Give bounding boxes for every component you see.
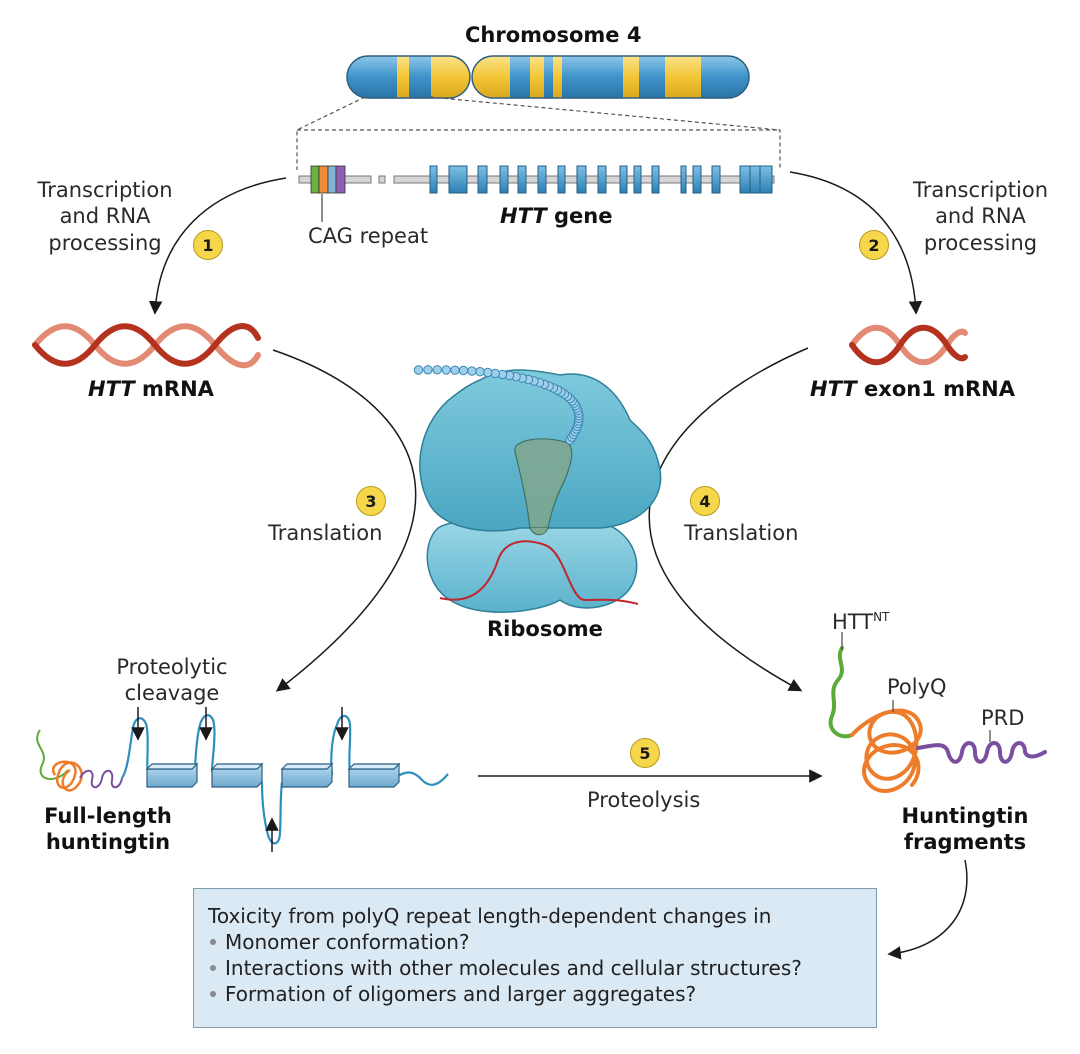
bullet-icon bbox=[210, 965, 216, 971]
polypeptide-bead bbox=[413, 365, 424, 375]
polypeptide-bead bbox=[450, 365, 460, 375]
translation-left-label: Translation bbox=[268, 521, 383, 545]
fragments-line: Huntingtin bbox=[901, 804, 1029, 828]
htt-mrna-helix bbox=[32, 323, 261, 369]
htt-exon1-suffix: exon1 mRNA bbox=[856, 377, 1015, 401]
htt-nt-text: HTT bbox=[832, 610, 874, 634]
right-transcription-line: processing bbox=[923, 230, 1038, 255]
ribosome-label: Ribosome bbox=[487, 617, 603, 641]
full-length-label: Full-length huntingtin bbox=[18, 803, 198, 855]
right-transcription-line: and RNA bbox=[935, 204, 1026, 229]
prd-label: PRD bbox=[981, 706, 1025, 730]
full-length-huntingtin-protein bbox=[36, 714, 449, 845]
cleavage-label: Proteolytic cleavage bbox=[102, 654, 242, 707]
step-1-badge: 1 bbox=[193, 230, 223, 260]
right-transcription-line: Transcription bbox=[912, 178, 1049, 202]
polypeptide-bead bbox=[475, 367, 485, 377]
htt-exon1-mrna-label: HTT exon1 mRNA bbox=[810, 376, 1015, 402]
fragments-line: fragments bbox=[903, 830, 1027, 854]
toxicity-item-text: Interactions with other molecules and ce… bbox=[225, 956, 802, 980]
htt-gene-label: HTT gene bbox=[500, 203, 613, 229]
toxicity-title: Toxicity from polyQ repeat length-depend… bbox=[208, 904, 772, 928]
toxicity-box: Toxicity from polyQ repeat length-depend… bbox=[193, 888, 877, 1028]
bullet-icon bbox=[210, 939, 216, 945]
polypeptide-bead bbox=[432, 365, 442, 375]
left-transcription-line: processing bbox=[48, 230, 162, 255]
polypeptide-bead bbox=[483, 367, 493, 378]
htt-mrna-suffix: mRNA bbox=[134, 377, 214, 401]
toxicity-item-text: Monomer conformation? bbox=[225, 930, 470, 954]
htt-mrna-italic: HTT bbox=[88, 377, 135, 401]
ribosome bbox=[419, 369, 662, 613]
step-3-badge: 3 bbox=[356, 486, 386, 516]
toxicity-item: Formation of oligomers and larger aggreg… bbox=[208, 981, 862, 1007]
step-4-badge: 4 bbox=[690, 486, 720, 516]
polypeptide-bead bbox=[458, 365, 469, 376]
polypeptide-bead bbox=[467, 366, 477, 376]
step-2-badge: 2 bbox=[859, 230, 889, 260]
htt-mrna-label: HTT mRNA bbox=[88, 376, 214, 402]
left-transcription-line: Transcription bbox=[37, 178, 173, 202]
htt-exon1-italic: HTT bbox=[810, 377, 857, 401]
htt-gene-suffix: gene bbox=[546, 204, 613, 228]
cleavage-line: Proteolytic bbox=[116, 655, 228, 679]
htt-gene-italic: HTT bbox=[500, 204, 547, 228]
gene-exons bbox=[429, 165, 773, 194]
zoom-lines bbox=[296, 96, 781, 170]
chromosome-title: Chromosome 4 bbox=[465, 23, 642, 47]
toxicity-item-text: Formation of oligomers and larger aggreg… bbox=[225, 982, 697, 1006]
polyq-label: PolyQ bbox=[887, 675, 947, 699]
full-length-line: huntingtin bbox=[45, 830, 171, 854]
huntingtin-fragment-protein bbox=[828, 632, 1047, 793]
polypeptide-bead bbox=[441, 365, 451, 375]
proteolysis-label: Proteolysis bbox=[587, 788, 701, 812]
cag-repeat-label: CAG repeat bbox=[308, 224, 429, 248]
nascent-polypeptide bbox=[413, 365, 584, 445]
htt-nt-label: HTTNT bbox=[832, 609, 889, 635]
cag-repeat-exon bbox=[310, 165, 346, 194]
step-5-badge: 5 bbox=[630, 738, 660, 768]
htt-nt-superscript: NT bbox=[873, 610, 890, 624]
htt-gene bbox=[298, 165, 775, 222]
left-transcription-line: and RNA bbox=[59, 204, 151, 229]
fragments-label: Huntingtin fragments bbox=[880, 803, 1050, 855]
full-length-line: Full-length bbox=[44, 804, 172, 828]
bullet-icon bbox=[210, 991, 216, 997]
right-transcription-label: Transcription and RNA processing bbox=[893, 177, 1068, 256]
polypeptide-bead bbox=[490, 368, 500, 379]
chromosome-4 bbox=[346, 55, 750, 99]
toxicity-item: Interactions with other molecules and ce… bbox=[208, 955, 862, 981]
toxicity-item: Monomer conformation? bbox=[208, 929, 862, 955]
left-transcription-label: Transcription and RNA processing bbox=[20, 177, 190, 256]
flow-arrows bbox=[148, 171, 968, 960]
cleavage-arrows bbox=[131, 707, 349, 852]
cleavage-line: cleavage bbox=[124, 681, 220, 706]
polypeptide-bead bbox=[423, 365, 433, 375]
translation-right-label: Translation bbox=[684, 521, 799, 545]
htt-exon1-mrna-helix bbox=[849, 324, 968, 366]
